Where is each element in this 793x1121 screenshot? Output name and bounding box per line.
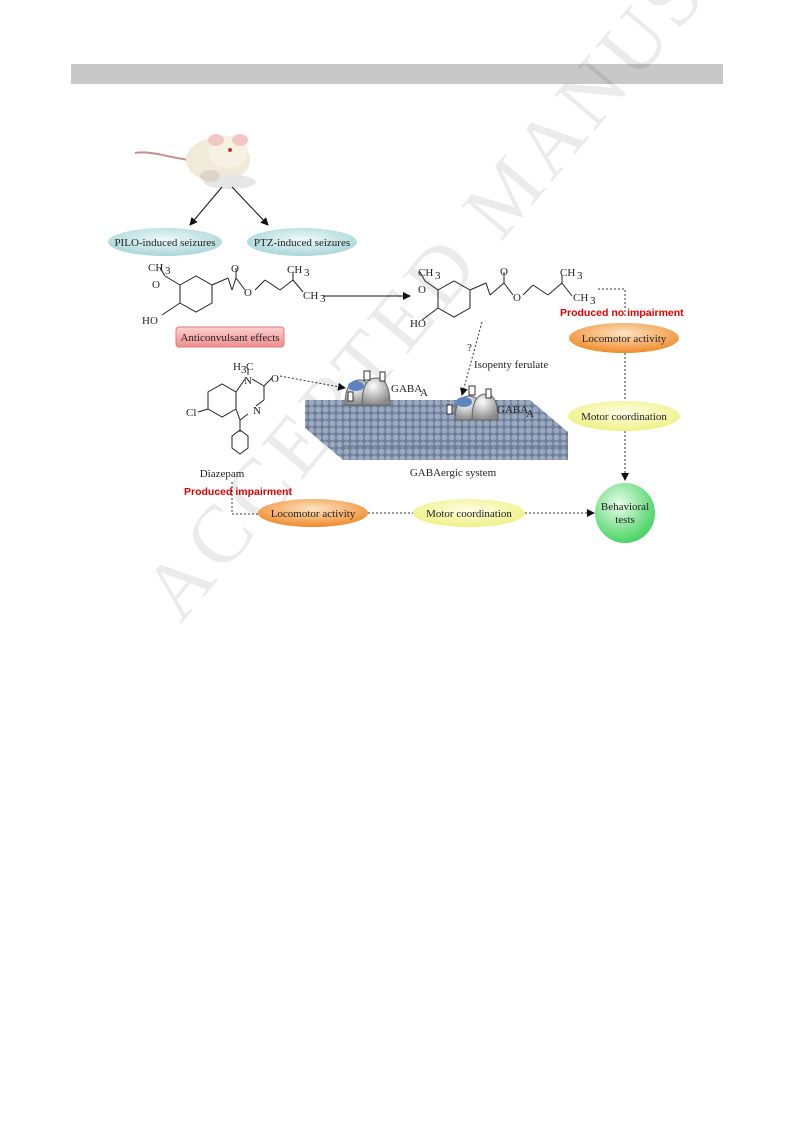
motor-coordination-bottom-node: Motor coordination [413, 499, 525, 527]
carbonyl-oxygen-label: O [500, 266, 508, 278]
ch3-label: CH [148, 262, 163, 274]
anticonvulsant-label: Anticonvulsant effects [180, 332, 279, 344]
motor-right-label: Motor coordination [581, 411, 667, 423]
oxygen-label: O [418, 284, 426, 296]
header-bar [71, 64, 723, 84]
locomotor-activity-bottom-node: Locomotor activity [258, 499, 368, 527]
no-impairment-label: Produced no impairment [560, 307, 684, 319]
ch3-label: CH [418, 267, 433, 279]
gaba-a-receptor-2 [446, 385, 499, 421]
mouse-image [134, 134, 256, 189]
anticonvulsant-effects-node: Anticonvulsant effects [175, 326, 285, 348]
ch3-subscript: 3 [577, 270, 583, 282]
ch3-subscript: 3 [590, 295, 596, 307]
motor-coordination-right-node: Motor coordination [568, 401, 680, 431]
ch3-subscript: 3 [435, 270, 441, 282]
carbonyl-oxygen-label: O [231, 263, 239, 275]
locomotor-activity-right-node: Locomotor activity [569, 323, 679, 353]
methyl-c-label: C [246, 361, 253, 373]
diazepam-label: Diazepam [200, 468, 245, 480]
gaba-a-label-1: GABA [391, 383, 422, 395]
ptz-seizures-node: PTZ-induced seizures [247, 228, 357, 256]
ch3-subscript: 3 [304, 267, 310, 279]
question-mark: ? [467, 342, 472, 354]
chlorine-label: Cl [186, 407, 196, 419]
oxygen-label: O [152, 279, 160, 291]
motor-bottom-label: Motor coordination [426, 508, 512, 520]
isopenty-ferulate-label: Isopenty ferulate [474, 359, 548, 371]
gaba-a-subscript-1: A [420, 387, 428, 399]
methyl-subscript: 3 [241, 364, 247, 376]
isopentyl-ferulate-structure-right [419, 271, 573, 321]
hydroxyl-label: HO [410, 318, 426, 330]
ester-oxygen-label: O [244, 287, 252, 299]
locomotor-bottom-label: Locomotor activity [271, 508, 356, 520]
gabaergic-membrane [305, 400, 568, 460]
ester-oxygen-label: O [513, 292, 521, 304]
hydroxyl-label: HO [142, 315, 158, 327]
impairment-label: Produced impairment [184, 486, 292, 498]
gaba-a-subscript-2: A [526, 408, 534, 420]
pilo-seizures-node: PILO-induced seizures [108, 228, 222, 256]
ch3-label: CH [287, 264, 302, 276]
gaba-a-receptor-1 [344, 370, 391, 406]
ch3-subscript: 3 [165, 265, 171, 277]
pilo-seizures-label: PILO-induced seizures [114, 237, 215, 249]
ch3-label: CH [560, 267, 575, 279]
behavioral-tests-node: Behavioral tests [595, 483, 655, 543]
behavioral-label: Behavioral [601, 501, 649, 513]
ch3-subscript: 3 [320, 293, 326, 305]
nitrogen-1-label: N [244, 375, 252, 387]
ch3-label: CH [303, 290, 318, 302]
diazepam-oxygen-label: O [271, 373, 279, 385]
gabaergic-system-label: GABAergic system [410, 467, 497, 479]
diazepam-structure [197, 368, 273, 455]
methyl-h-label: H [233, 361, 241, 373]
tests-label: tests [615, 514, 635, 526]
gaba-a-label-2: GABA [497, 404, 528, 416]
ch3-label: CH [573, 292, 588, 304]
locomotor-right-label: Locomotor activity [582, 333, 667, 345]
ptz-seizures-label: PTZ-induced seizures [254, 237, 350, 249]
nitrogen-4-label: N [253, 405, 261, 417]
isopentyl-ferulate-structure-left [159, 267, 304, 316]
